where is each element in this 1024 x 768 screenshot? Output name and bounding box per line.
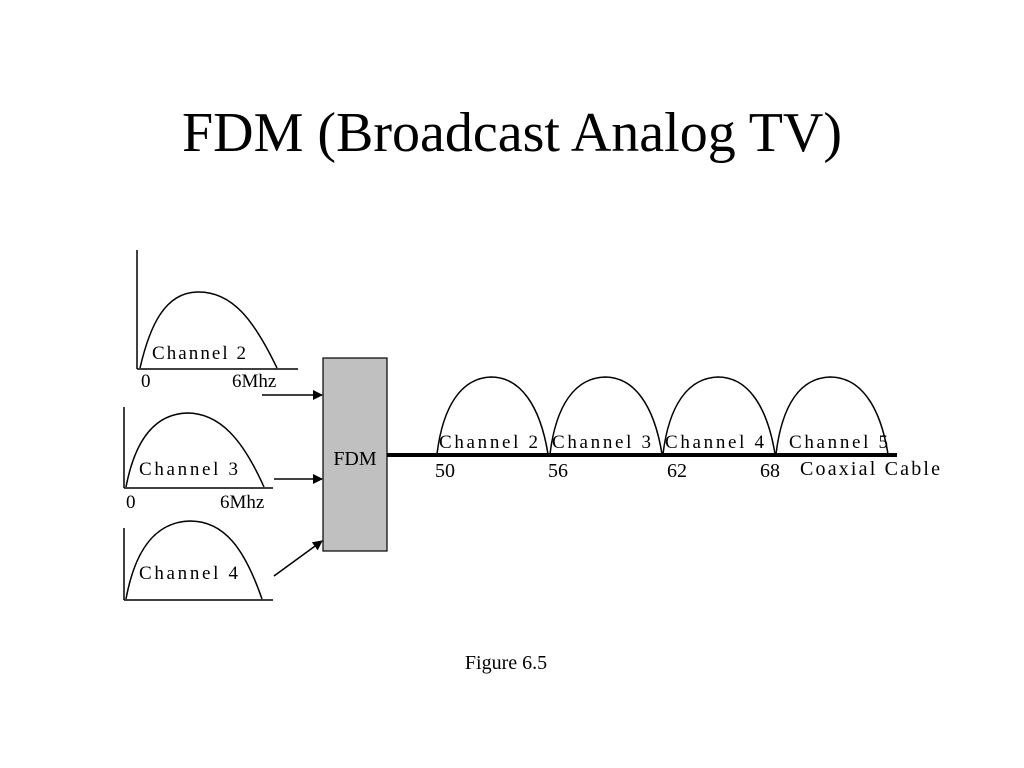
axis-end-label: 6Mhz	[220, 492, 264, 513]
figure-caption: Figure 6.5	[464, 652, 548, 674]
frequency-label: 68	[760, 460, 780, 482]
output-curve-channel-5	[775, 376, 889, 455]
coaxial-cable-label: Coaxial Cable	[800, 458, 940, 480]
fdm-label: FDM	[333, 448, 377, 470]
output-curve-channel-3	[549, 376, 663, 455]
output-channel-label: Channel 2	[439, 432, 538, 453]
axis-end-label: 6Mhz	[232, 371, 276, 392]
frequency-label: 62	[667, 460, 687, 482]
output-channel-label: Channel 4	[665, 432, 765, 453]
axis-start-label: 0	[141, 371, 151, 392]
input-spectrum-channel-4: Channel 4	[123, 520, 273, 601]
output-curve-channel-2	[436, 376, 549, 455]
output-channel-label: Channel 5	[789, 432, 888, 453]
spectrum-curve	[125, 520, 263, 600]
slide-title: FDM (Broadcast Analog TV)	[182, 102, 842, 164]
fdm-box	[322, 357, 388, 552]
spectrum-curve	[125, 412, 265, 488]
input-spectrum-channel-3: Channel 3 0 6Mhz	[123, 407, 273, 513]
axis-start-label: 0	[126, 492, 136, 513]
input-arrow-channel-4	[273, 540, 323, 577]
output-channel-label: Channel 3	[552, 432, 651, 453]
frequency-label: 50	[435, 460, 455, 482]
output-curve-channel-4	[662, 376, 776, 455]
input-spectrum-channel-2: Channel 2 0 6Mhz	[136, 250, 298, 392]
frequency-label: 56	[548, 460, 568, 482]
output-spectrum: Channel 2 Channel 3 Channel 4 Channel 5 …	[435, 376, 940, 482]
spectrum-curve	[139, 291, 278, 369]
